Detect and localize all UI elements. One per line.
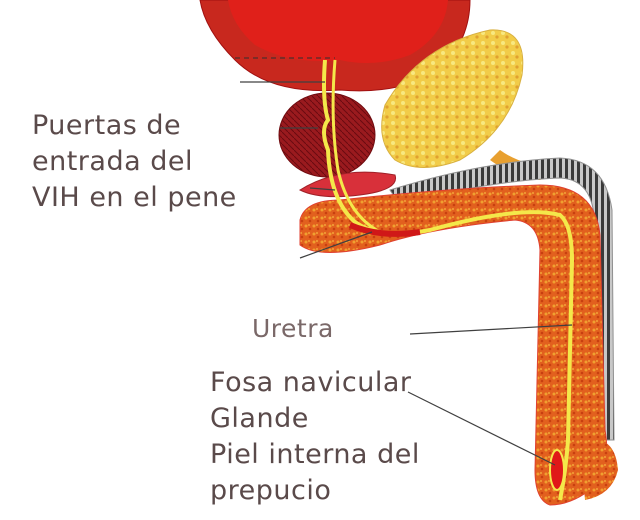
- entry-gates-label: Puertas de entrada del VIH en el pene: [32, 108, 237, 216]
- corpus-cavernosum: [389, 157, 615, 441]
- bulbourethral-gland: [298, 171, 397, 198]
- inner-foreskin-label-line-1: Piel interna del: [210, 439, 420, 470]
- fossa-navicularis-label: Fosa navicular: [210, 367, 412, 398]
- entry-gates-line-3: VIH en el pene: [32, 182, 237, 213]
- glans-label: Glande: [210, 403, 309, 434]
- inner-foreskin-label-line-2: prepucio: [210, 475, 332, 506]
- bottom-labels: Fosa navicular Glande Piel interna del p…: [210, 365, 420, 509]
- entry-gates-line-2: entrada del: [32, 146, 193, 177]
- entry-gates-line-1: Puertas de: [32, 110, 182, 141]
- leader-lines: [240, 81, 573, 466]
- prostate: [278, 92, 376, 178]
- bladder: [199, 0, 471, 92]
- urethra-label: Uretra: [252, 314, 334, 343]
- urethra: [322, 59, 575, 501]
